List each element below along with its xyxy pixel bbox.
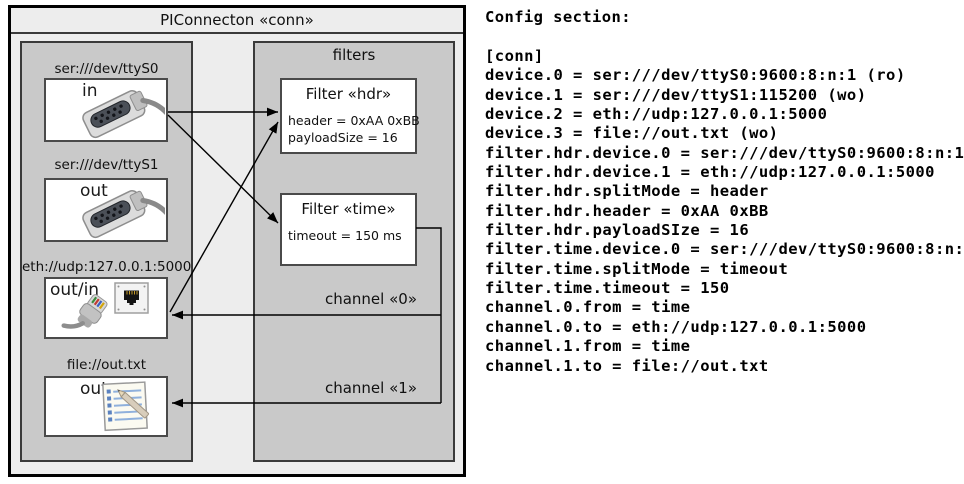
notepad-icon: [102, 381, 150, 432]
config-heading: Config section:: [485, 8, 631, 26]
device-box-ttys0: in: [44, 78, 168, 142]
filter-title: Filter «hdr»: [305, 85, 392, 103]
device-port-label: out/in: [50, 280, 100, 300]
channel-0-label: channel «0»: [324, 290, 417, 308]
device-box-eth: out/in: [44, 277, 168, 339]
device-label-eth: eth://udp:127.0.0.1:5000: [22, 259, 192, 275]
ethernet-port-icon: [114, 282, 149, 314]
device-label-file: file://out.txt: [66, 357, 147, 373]
filter-time-box: Filter «time» timeout = 150 ms: [280, 193, 417, 266]
config-section: Config section: [conn] device.0 = ser://…: [485, 8, 964, 376]
device-label-ttys0: ser:///dev/ttyS0: [54, 61, 159, 77]
filters-group: filters Filter «hdr» header = 0xAA 0xBB …: [253, 41, 455, 462]
devices-group: ser:///dev/ttyS0 in ser:///dev/ttyS1 out: [20, 41, 193, 462]
piconnecton-container: PIConnecton «conn» ser:///dev/ttyS0 in s…: [8, 5, 466, 477]
serial-connector-icon: [82, 90, 165, 139]
channel-1-label: channel «1»: [324, 379, 417, 397]
diagram-title: PIConnecton «conn»: [11, 8, 463, 34]
device-port-label: out: [80, 379, 108, 399]
filter-hdr-box: Filter «hdr» header = 0xAA 0xBB payloadS…: [280, 78, 420, 154]
filter-params: timeout = 150 ms: [288, 228, 402, 243]
serial-connector-icon: [82, 190, 165, 239]
filters-group-title: filters: [332, 46, 376, 64]
device-port-label: in: [82, 81, 98, 101]
device-label-ttys1: ser:///dev/ttyS1: [54, 157, 159, 173]
filter-params: header = 0xAA 0xBB payloadSize = 16: [288, 113, 420, 145]
config-lines: [conn] device.0 = ser:///dev/ttyS0:9600:…: [485, 47, 964, 375]
device-port-label: out: [80, 181, 108, 201]
device-box-ttys1: out: [44, 178, 168, 242]
pencil-icon: [116, 389, 150, 419]
filter-title: Filter «time»: [301, 200, 396, 218]
ethernet-connector-icon: [61, 294, 108, 329]
device-box-file: out: [44, 376, 168, 437]
